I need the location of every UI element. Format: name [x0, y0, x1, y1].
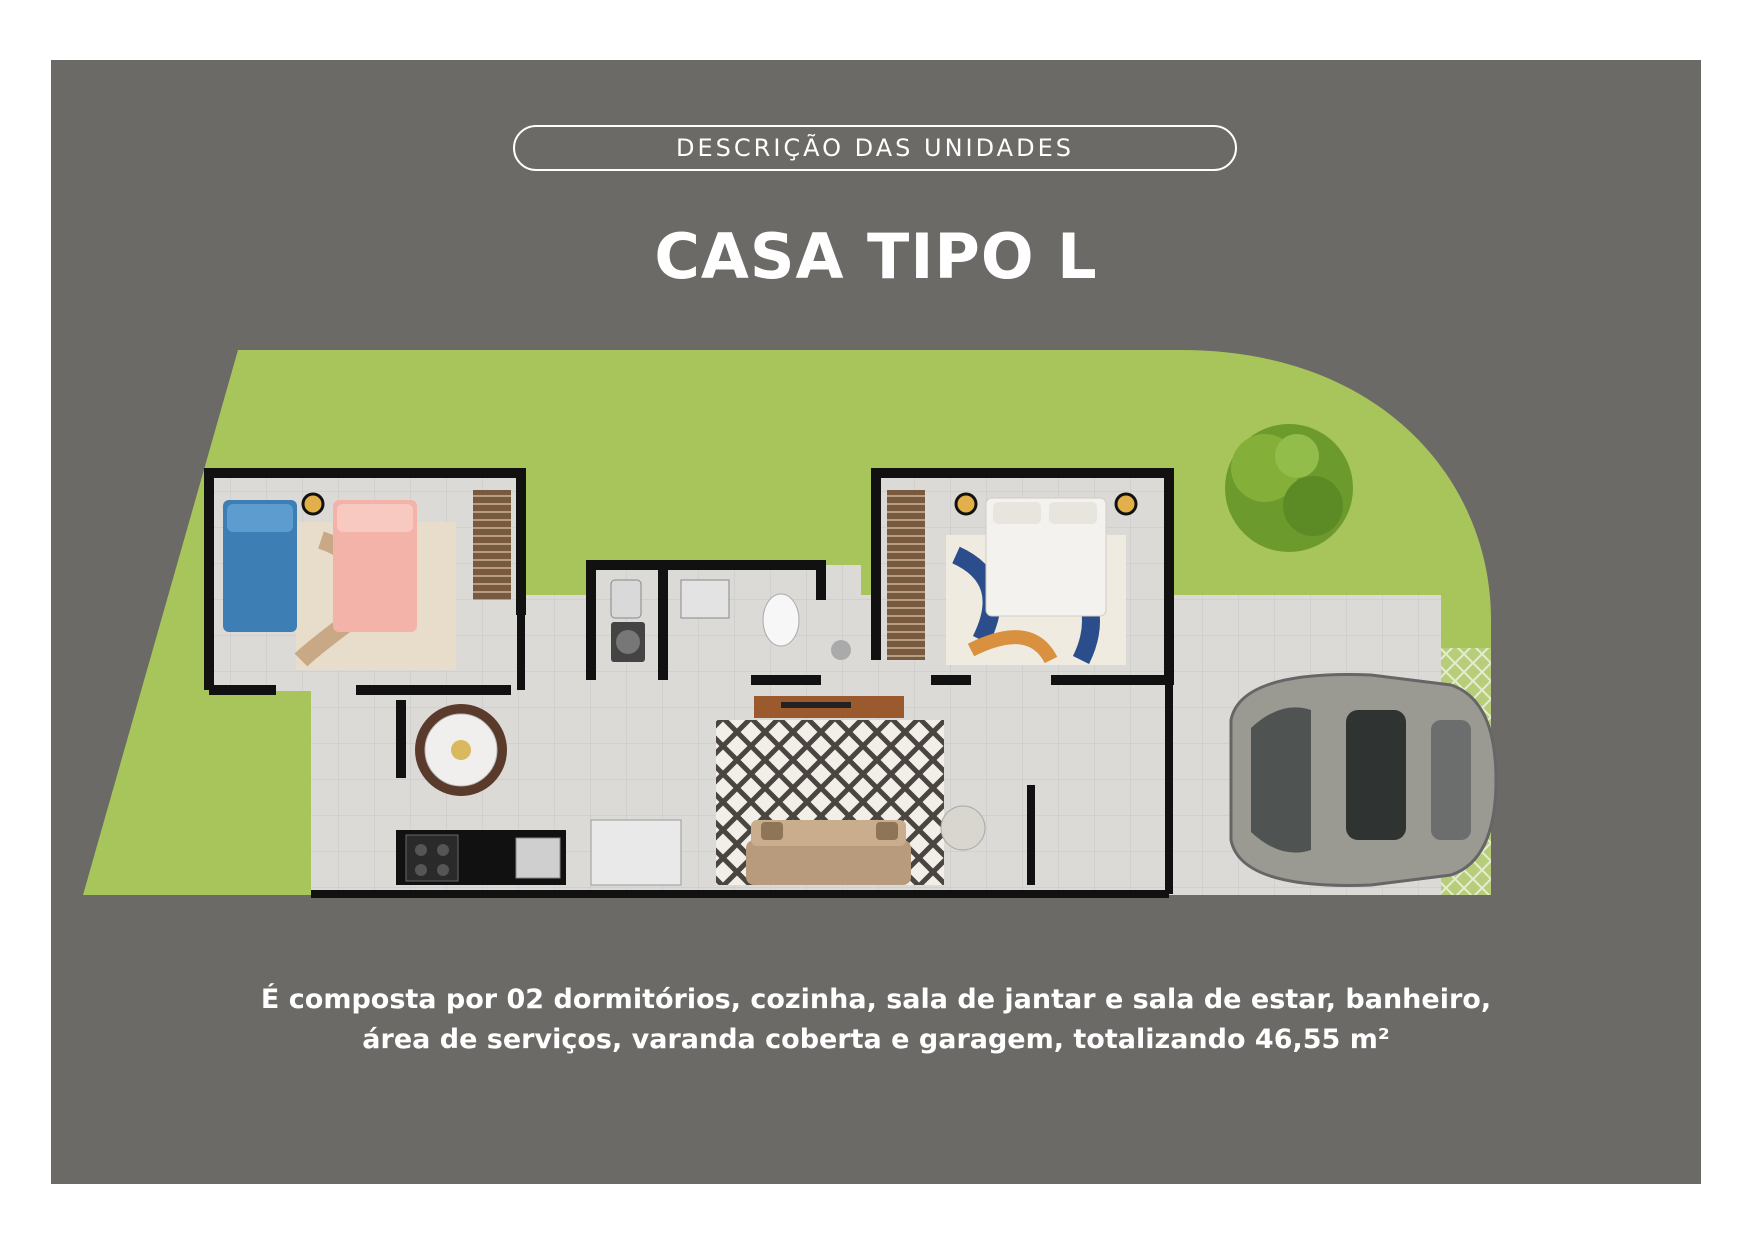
floor-plan [83, 350, 1498, 898]
bathroom-sink-icon [680, 579, 730, 619]
bedroom-1 [204, 468, 526, 695]
toilet-icon [762, 593, 800, 647]
stove-icon [405, 834, 459, 882]
tree-icon [1225, 424, 1353, 552]
kitchen-sink-icon [515, 837, 561, 879]
shower-icon [831, 640, 851, 660]
description-line-2: área de serviços, varanda coberta e gara… [362, 1024, 1390, 1055]
tv-icon [781, 702, 851, 708]
lamp-icon [954, 492, 978, 516]
page-title: CASA TIPO L [654, 220, 1098, 293]
service-area [586, 560, 826, 685]
exterior-walls [311, 605, 1173, 898]
fridge-icon [590, 819, 682, 886]
armchair-icon [940, 805, 986, 851]
section-label: DESCRIÇÃO DAS UNIDADES [676, 134, 1074, 162]
description-line-1: É composta por 02 dormitórios, cozinha, … [260, 984, 1492, 1015]
car-icon [1229, 673, 1498, 887]
bed-blue [223, 500, 297, 632]
dining-table [415, 704, 507, 796]
sofa [746, 820, 911, 885]
kitchen-counter [396, 819, 682, 886]
bed-double [985, 497, 1107, 617]
closet [473, 490, 511, 600]
closet [887, 490, 925, 660]
lamp-icon [1114, 492, 1138, 516]
lamp-icon [301, 492, 325, 516]
bedroom-2 [871, 468, 1174, 685]
sink-icon [610, 579, 642, 619]
unit-description: É composta por 02 dormitórios, cozinha, … [51, 980, 1701, 1060]
bed-pink [333, 500, 417, 632]
section-label-pill: DESCRIÇÃO DAS UNIDADES [513, 125, 1237, 171]
brochure-panel: DESCRIÇÃO DAS UNIDADES CASA TIPO L [51, 60, 1701, 1184]
